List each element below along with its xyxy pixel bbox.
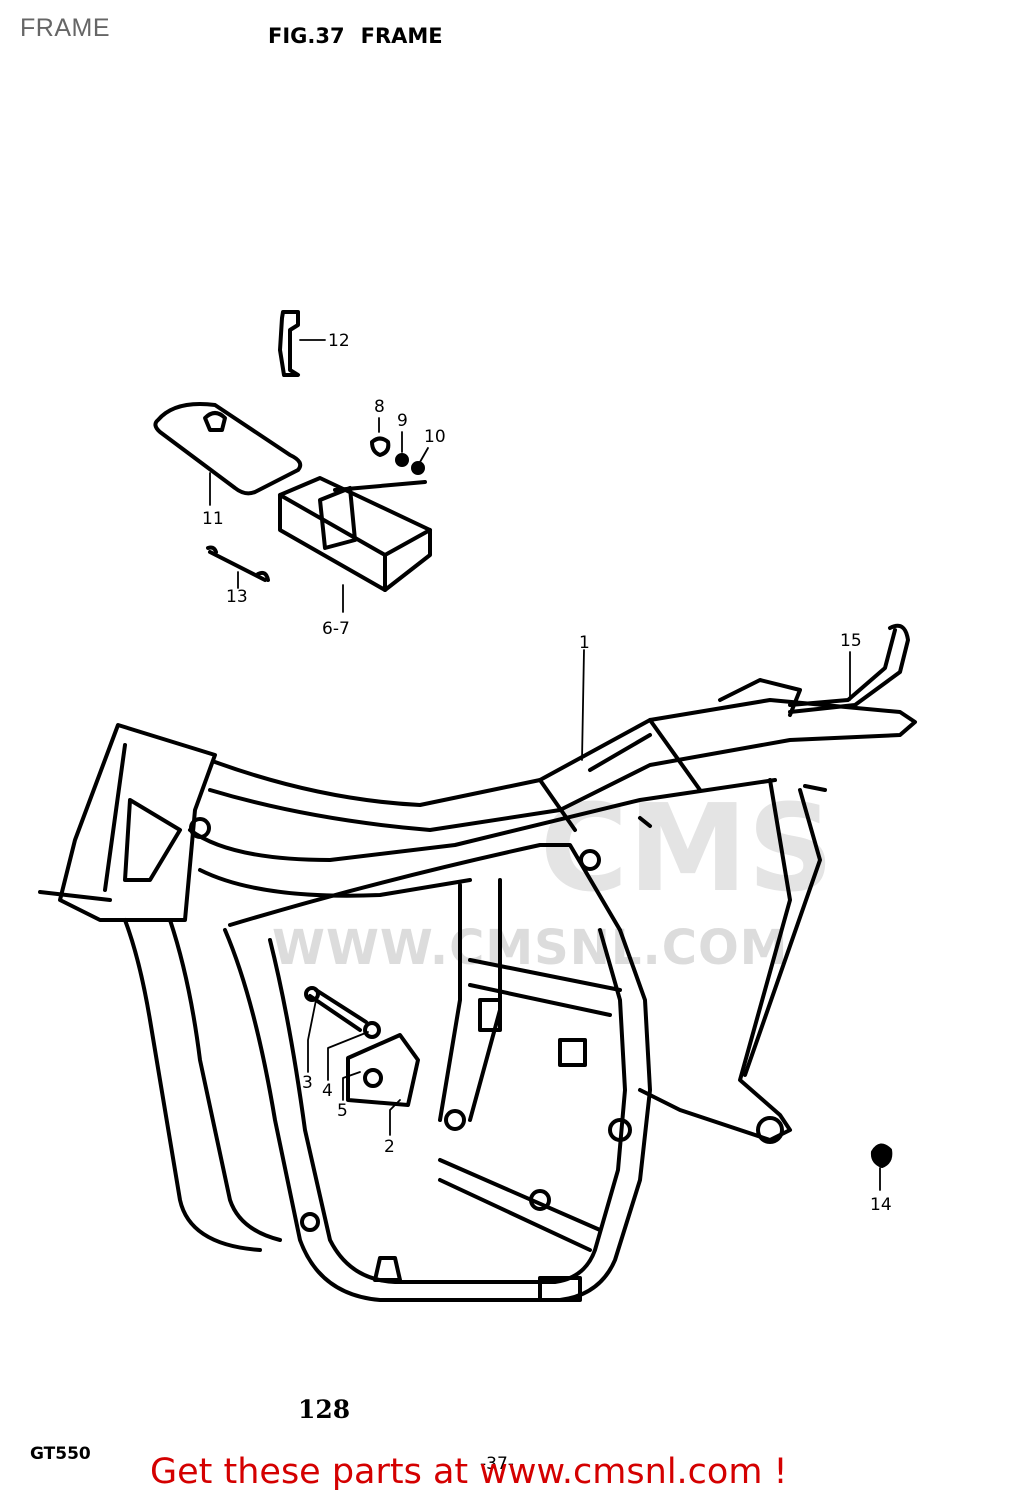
callout-10: 10 xyxy=(424,427,446,447)
callout-14: 14 xyxy=(870,1195,892,1215)
callout-9: 9 xyxy=(397,411,408,431)
figure-title: FIG.37 FRAME xyxy=(268,24,459,48)
page-number: 128 xyxy=(298,1395,351,1424)
callout-3: 3 xyxy=(302,1073,313,1093)
callout-13: 13 xyxy=(226,587,248,607)
callout-4: 4 xyxy=(322,1081,333,1101)
callout-1: 1 xyxy=(579,633,590,653)
main-frame-part xyxy=(38,678,917,1302)
footer-parts-link[interactable]: Get these parts at www.cmsnl.com ! xyxy=(150,1452,788,1492)
callout-15: 15 xyxy=(840,631,862,651)
battery-cover-part xyxy=(153,402,303,496)
watermark-url: WWW.CMSNL.COM xyxy=(272,920,789,976)
strap-part xyxy=(206,545,270,582)
model-code: GT550 xyxy=(30,1444,91,1464)
page-label: FRAME xyxy=(20,14,110,42)
battery-bracket-part xyxy=(278,310,300,377)
callout-8: 8 xyxy=(374,397,385,417)
callout-2: 2 xyxy=(384,1137,395,1157)
callout-12: 12 xyxy=(328,331,350,351)
leader-lines xyxy=(209,339,881,1191)
grommet-part xyxy=(870,1143,893,1168)
page-code: -37- xyxy=(480,1454,514,1474)
engine-mount-parts xyxy=(304,986,420,1107)
figure-number: FIG.37 xyxy=(268,24,345,48)
battery-case-part xyxy=(278,476,432,592)
callout-5: 5 xyxy=(337,1101,348,1121)
nut-bolt-parts xyxy=(370,436,425,475)
figure-name: FRAME xyxy=(360,24,443,48)
stay-part xyxy=(788,623,910,714)
callout-6-7: 6-7 xyxy=(322,619,350,639)
callout-11: 11 xyxy=(202,509,224,529)
